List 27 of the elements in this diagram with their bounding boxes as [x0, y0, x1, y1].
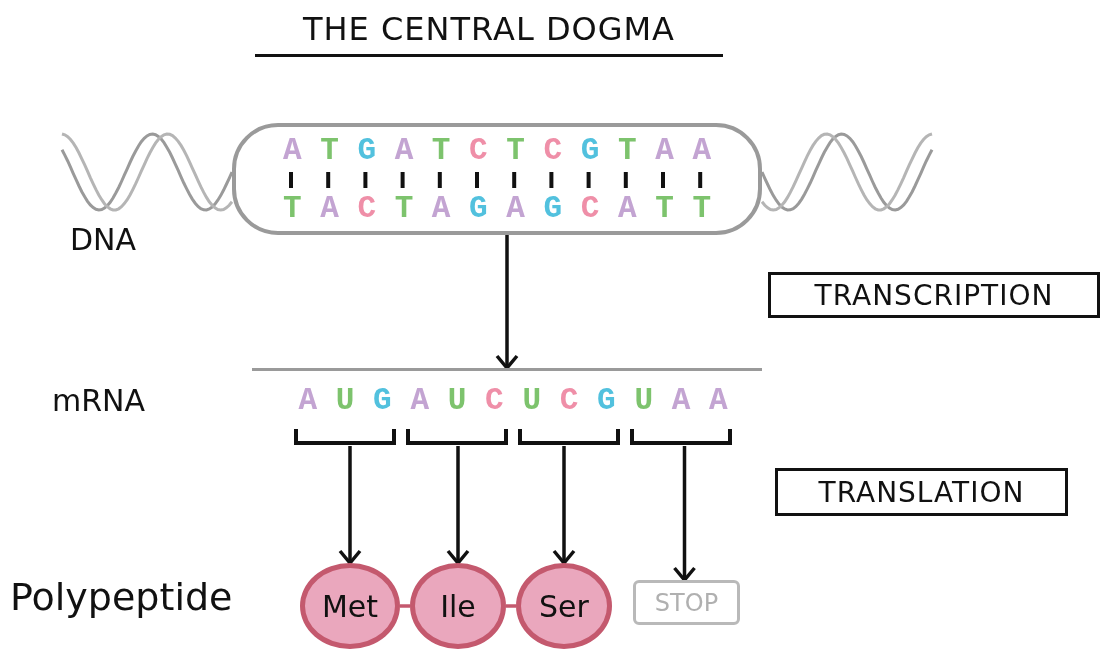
process-label: TRANSLATION [818, 475, 1025, 509]
arrow [552, 446, 576, 565]
codon-sequence: A U C [410, 383, 504, 419]
process-box [775, 468, 1068, 516]
arrow [672, 446, 697, 582]
stop-box [633, 580, 740, 625]
amino-acid-label: Ile [440, 588, 476, 624]
process-box [768, 272, 1100, 318]
stop-label: STOP [654, 588, 719, 617]
codon-sequence: U A A [634, 383, 728, 419]
dna-sequence: T A C T A G A G C A T T [283, 191, 711, 227]
process-label: TRANSCRIPTION [814, 278, 1054, 312]
diagram-title: THE CENTRAL DOGMA [255, 10, 723, 57]
molecule-label: Polypeptide [10, 575, 233, 619]
amino-acid-label: Ser [539, 588, 589, 624]
connector-line [506, 604, 516, 608]
dna-strand-box [232, 123, 762, 235]
codon-sequence: A U G [298, 383, 392, 419]
arrow [446, 446, 470, 565]
codon-sequence: U C G [522, 383, 616, 419]
amino-acid-label: Met [321, 588, 379, 624]
arrow [495, 235, 519, 370]
dna-sequence: A T G A T C T C G T A A [283, 133, 711, 169]
arrow [338, 446, 362, 565]
molecule-label: mRNA [52, 383, 146, 418]
connector-line [400, 604, 410, 608]
molecule-label: DNA [70, 222, 137, 257]
